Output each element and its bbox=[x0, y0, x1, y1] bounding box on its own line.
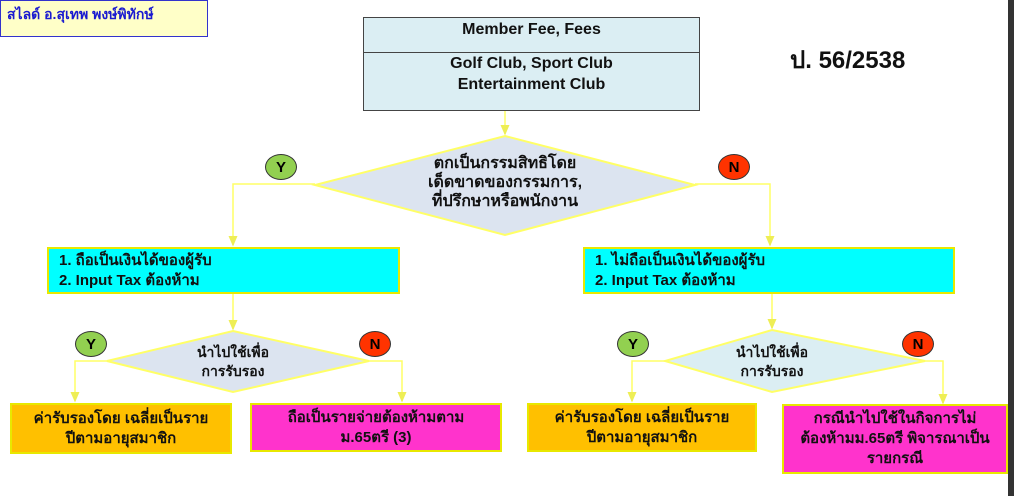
top-box: Member Fee, Fees Golf Club, Sport Club E… bbox=[363, 17, 700, 111]
slide-credit-box: สไลด์ อ.สุเทพ พงษ์พิทักษ์ bbox=[0, 0, 208, 37]
no-badge: N bbox=[718, 154, 750, 180]
right-result-box: 1. ไม่ถือเป็นเงินได้ของผู้รับ 2. Input T… bbox=[583, 247, 955, 294]
left-result-box: 1. ถือเป็นเงินได้ของผู้รับ 2. Input Tax … bbox=[47, 247, 400, 294]
right-no-box: กรณีนำไปใช้ในกิจการไม่ ต้องห้ามม.65ตรี พ… bbox=[782, 404, 1008, 474]
no-badge-left: N bbox=[359, 331, 391, 357]
slide-credit: สไลด์ อ.สุเทพ พงษ์พิทักษ์ bbox=[7, 6, 154, 22]
decision-left-text: นำไปใช้เพื่อ การรับรอง bbox=[196, 344, 270, 379]
decision-diamond-right bbox=[661, 328, 926, 394]
yes-badge: Y bbox=[265, 154, 297, 180]
decision-diamond-main bbox=[311, 134, 699, 237]
reference-number: ป. 56/2538 bbox=[790, 47, 906, 74]
decision-right-text: นำไปใช้เพื่อ การรับรอง bbox=[735, 344, 809, 379]
left-yes-box: ค่ารับรองโดย เฉลี่ยเป็นราย ปีตามอายุสมาช… bbox=[10, 403, 232, 454]
top-box-header: Member Fee, Fees bbox=[364, 18, 699, 53]
right-yes-box: ค่ารับรองโดย เฉลี่ยเป็นราย ปีตามอายุสมาช… bbox=[527, 403, 757, 452]
yes-badge-right: Y bbox=[617, 331, 649, 357]
decision-diamond-left bbox=[106, 329, 370, 394]
yes-badge-left: Y bbox=[75, 331, 107, 357]
left-no-box: ถือเป็นรายจ่ายต้องห้ามตาม ม.65ตรี (3) bbox=[250, 403, 502, 452]
decision-main-text: ตกเป็นกรรมสิทธิโดย เด็ดขาดของกรรมการ, ที… bbox=[427, 155, 583, 210]
no-badge-right: N bbox=[902, 331, 934, 357]
